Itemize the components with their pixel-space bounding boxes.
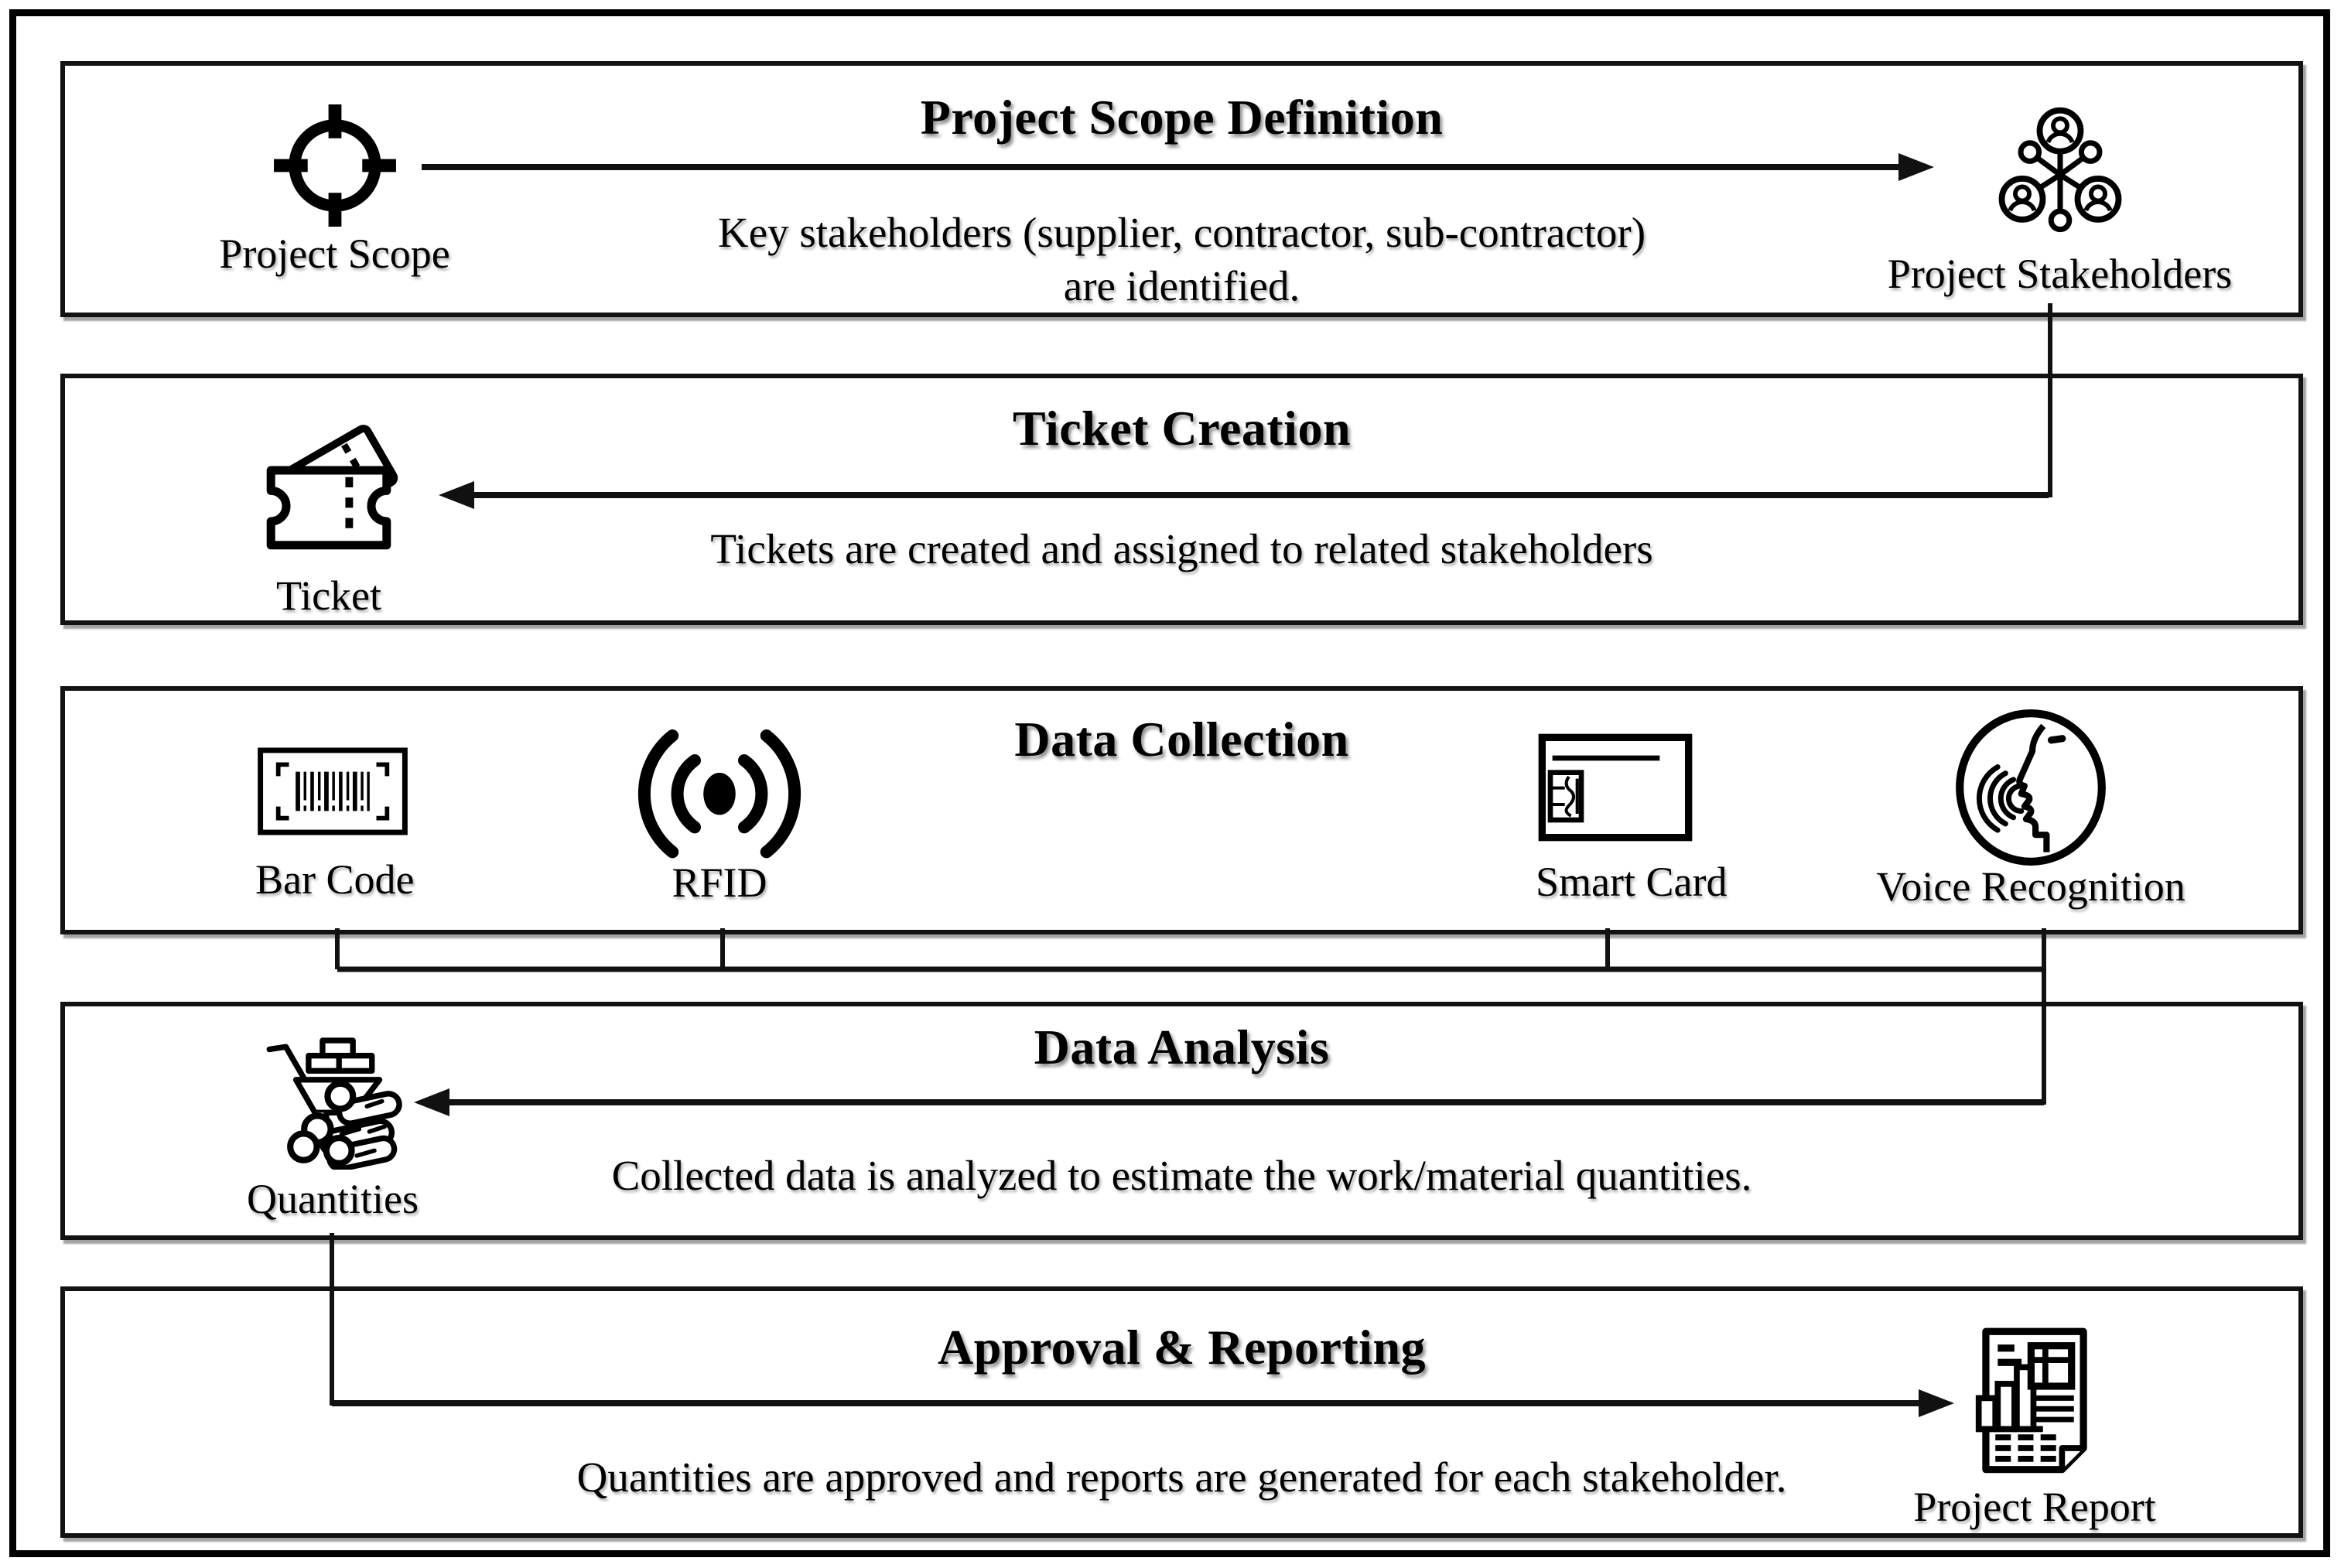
voice-recognition-item: Voice Recognition bbox=[1861, 709, 2201, 910]
crosshair-target-icon bbox=[273, 104, 396, 227]
stage-title: Data Analysis bbox=[1034, 1020, 1330, 1074]
icon-label: Project Report bbox=[1913, 1484, 2156, 1530]
quantities-item: Quantities bbox=[205, 1030, 460, 1222]
smart-card-item: Smart Card bbox=[1536, 733, 1728, 905]
ticket-icon bbox=[266, 425, 398, 550]
stage-box-project-scope-definition: Project Scope Definition Key stakeholder… bbox=[60, 61, 2303, 317]
voice-recognition-icon bbox=[1956, 709, 2106, 866]
stage-box-data-analysis: Data Analysis Collected data is analyzed… bbox=[60, 1002, 2303, 1240]
icon-label: RFID bbox=[672, 859, 767, 906]
icon-label: Voice Recognition bbox=[1876, 863, 2186, 910]
smart-card-icon bbox=[1538, 733, 1692, 842]
stage-title: Project Scope Definition bbox=[920, 90, 1444, 145]
project-report-document-icon bbox=[1975, 1327, 2087, 1474]
stage-box-ticket-creation: Ticket Creation Tickets are created and … bbox=[60, 374, 2303, 625]
stage-title: Ticket Creation bbox=[1012, 401, 1352, 456]
project-stakeholders-item: Project Stakeholders bbox=[1864, 99, 2255, 297]
bar-code-item: Bar Code bbox=[255, 746, 415, 903]
icon-label: Project Stakeholders bbox=[1887, 251, 2233, 297]
icon-label: Ticket bbox=[275, 572, 382, 619]
ticket-item: Ticket bbox=[197, 402, 460, 619]
stage-description: Collected data is analyzed to estimate t… bbox=[611, 1152, 1752, 1199]
stage-description: Quantities are approved and reports are … bbox=[576, 1454, 1787, 1501]
stage-box-data-collection: Data Collection bbox=[60, 686, 2303, 934]
stakeholders-network-icon bbox=[1998, 107, 2121, 233]
stage-description: Key stakeholders (supplier, contractor, … bbox=[717, 209, 1646, 309]
rfid-item: RFID bbox=[619, 723, 820, 906]
barcode-icon bbox=[258, 747, 408, 835]
stage-title: Data Collection bbox=[1014, 712, 1349, 767]
icon-label: Quantities bbox=[247, 1176, 419, 1222]
project-report-item: Project Report bbox=[1864, 1324, 2205, 1530]
quantities-wheelbarrow-icon bbox=[266, 1037, 402, 1170]
icon-label: Smart Card bbox=[1536, 859, 1728, 905]
stage-description: Tickets are created and assigned to rela… bbox=[710, 525, 1653, 572]
icon-label: Bar Code bbox=[255, 856, 415, 903]
stage-box-approval-reporting: Approval & Reporting Quantities are appr… bbox=[60, 1286, 2303, 1538]
rfid-signal-icon bbox=[637, 729, 801, 859]
project-scope-item: Project Scope bbox=[186, 101, 484, 277]
stage-title: Approval & Reporting bbox=[937, 1320, 1427, 1375]
icon-label: Project Scope bbox=[219, 231, 450, 277]
